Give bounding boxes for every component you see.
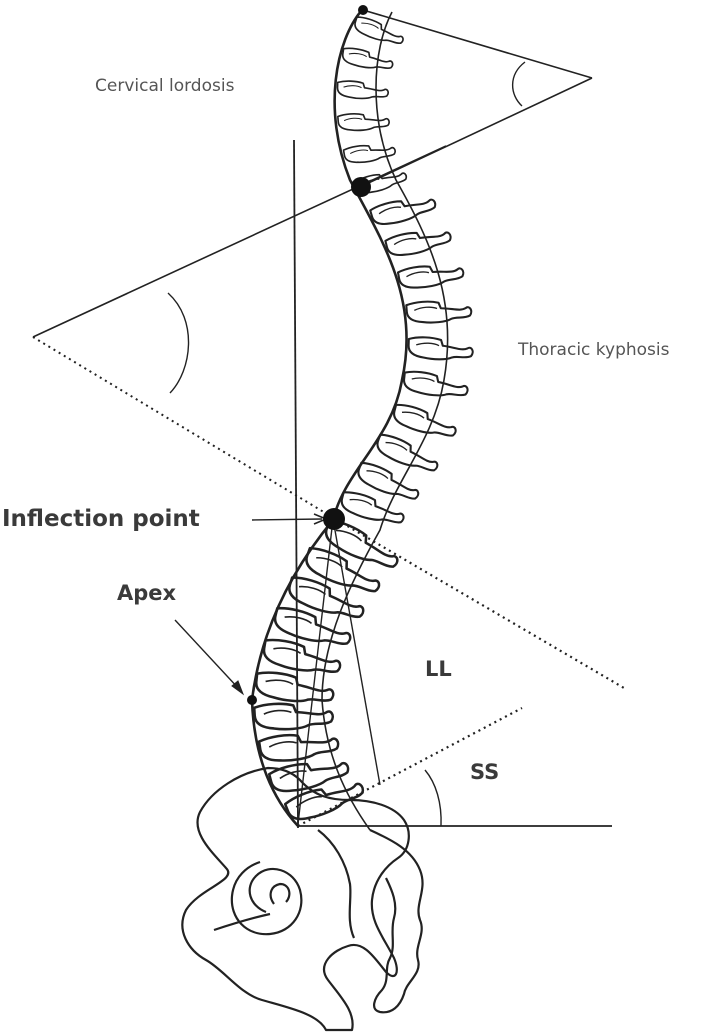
pelvis-outline [181,766,410,1032]
vertebrae-group [252,14,475,828]
thoracic-kyphosis-label: Thoracic kyphosis [518,340,670,360]
cervical-lower-line [359,77,593,188]
vertebra [337,489,408,528]
vertical-plumb-line [293,139,299,829]
cervical-lordosis-label: Cervical lordosis [95,76,235,96]
thoracic-upper-line [32,145,447,338]
femur-stub [213,912,271,932]
c2-point [358,5,368,15]
sacral-slope-label: SS [470,760,500,784]
spinal-canal-curve [321,11,449,831]
thoracic-lower-line [32,336,333,518]
inflection-arrow-line [251,518,323,521]
vertebra [368,189,439,231]
cervical-upper-line [362,9,593,79]
sacral-slope-line [297,707,523,827]
cervical-angle-arc [511,61,526,107]
thoracic-angle-arc [167,292,190,394]
lumbar-chord-2 [332,518,381,786]
vertebra [383,222,454,261]
lumbar-chord-1 [297,518,334,825]
apex-arrow-head [231,680,245,696]
acetabulum-spiral [230,860,303,936]
sacrum-outline [369,828,424,1014]
pelvis-inner [317,829,356,939]
lumbar-lordosis-label: LL [425,657,452,681]
vertebra [407,335,475,362]
vertebra [396,257,466,293]
reference-lines [32,9,625,829]
key-points [247,5,371,705]
vertebra [401,369,470,400]
inflection-point-dot [323,508,345,530]
sacral-angle-arc [424,769,442,827]
vertebra [405,296,473,326]
c7-point [351,177,371,197]
vertebra [257,726,341,767]
vertebra [336,79,390,101]
apex-point-dot [247,695,257,705]
apex-arrow-line [174,619,241,691]
vertebra [390,401,460,441]
vertebra [336,110,391,133]
acetabulum-center [269,882,291,905]
vertebra [284,573,369,624]
vertebra [353,459,424,505]
apex-label: Apex [117,581,177,605]
inflection-point-label: Inflection point [2,506,200,532]
vertebra [252,699,335,733]
vertebra [340,46,395,73]
pelvis [181,766,424,1032]
lumbar-dotted-line [331,516,625,689]
